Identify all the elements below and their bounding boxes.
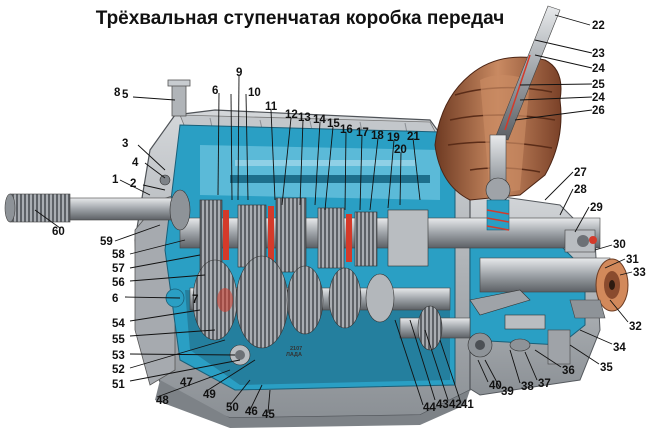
rear-extension-details [547,229,606,365]
callout-47: 47 [180,377,193,389]
callout-56: 56 [112,277,125,289]
callout-46: 46 [245,406,258,418]
callout-41: 41 [461,399,474,411]
callout-37: 37 [538,378,551,390]
callout-51: 51 [112,379,125,391]
callout-27: 27 [574,167,587,179]
callout-52: 52 [112,364,125,376]
countershaft-gears [189,255,546,358]
callout-42: 42 [449,399,462,411]
callout-15: 15 [327,118,340,130]
callout-28: 28 [574,184,587,196]
callout-58: 58 [112,249,125,261]
callout-2: 2 [130,178,136,190]
callout-3: 3 [122,138,128,150]
callout-14: 14 [313,114,326,126]
callout-44: 44 [423,402,436,414]
callout-11: 11 [265,101,278,113]
callout-16: 16 [340,124,353,136]
diagram-title: Трёхвальная ступенчатая коробка передач [96,8,505,29]
callout-6: 6 [112,293,118,305]
callout-6: 6 [212,85,218,97]
input-shaft [4,193,181,223]
callout-20: 20 [394,144,407,156]
callout-9: 9 [236,67,242,79]
callout-57: 57 [112,263,125,275]
main-shaft-gears [199,197,429,273]
callout-21: 21 [407,131,420,143]
callout-32: 32 [629,321,642,333]
callout-49: 49 [203,389,216,401]
callout-38: 38 [521,381,534,393]
callout-30: 30 [613,239,626,251]
callout-19: 19 [387,132,400,144]
gear-shift-lever [434,5,562,231]
callout-25: 25 [592,79,605,91]
callout-54: 54 [112,318,125,330]
callout-34: 34 [613,342,626,354]
callout-45: 45 [262,409,275,421]
callout-4: 4 [132,157,139,169]
callout-1: 1 [112,174,119,186]
callout-60: 60 [52,226,65,238]
callout-13: 13 [298,112,311,124]
callout-24: 24 [592,63,605,75]
callout-43: 43 [436,399,449,411]
callout-26: 26 [592,105,605,117]
housing-stamp-line: 2107 [290,346,302,352]
leader-lines [34,14,633,414]
housing-stamp: 2107 ЛАДА [286,346,304,358]
callout-8: 8 [114,87,121,99]
callout-23: 23 [592,48,605,60]
callout-48: 48 [156,395,169,407]
callout-36: 36 [562,365,575,377]
callout-24: 24 [592,92,605,104]
callout-7: 7 [192,294,198,306]
callout-18: 18 [371,130,384,142]
callout-53: 53 [112,350,125,362]
callout-10: 10 [248,87,261,99]
callout-55: 55 [112,334,125,346]
callout-5: 5 [122,89,129,101]
callout-29: 29 [590,202,603,214]
callout-35: 35 [600,362,613,374]
callout-39: 39 [501,386,514,398]
callout-50: 50 [226,402,239,414]
callout-40: 40 [489,380,502,392]
housing-stamp-line: ЛАДА [286,352,302,358]
callout-59: 59 [100,236,113,248]
callout-22: 22 [592,20,605,32]
callout-31: 31 [626,254,639,266]
callout-33: 33 [633,267,646,279]
callout-12: 12 [285,109,298,121]
callout-17: 17 [356,127,369,139]
